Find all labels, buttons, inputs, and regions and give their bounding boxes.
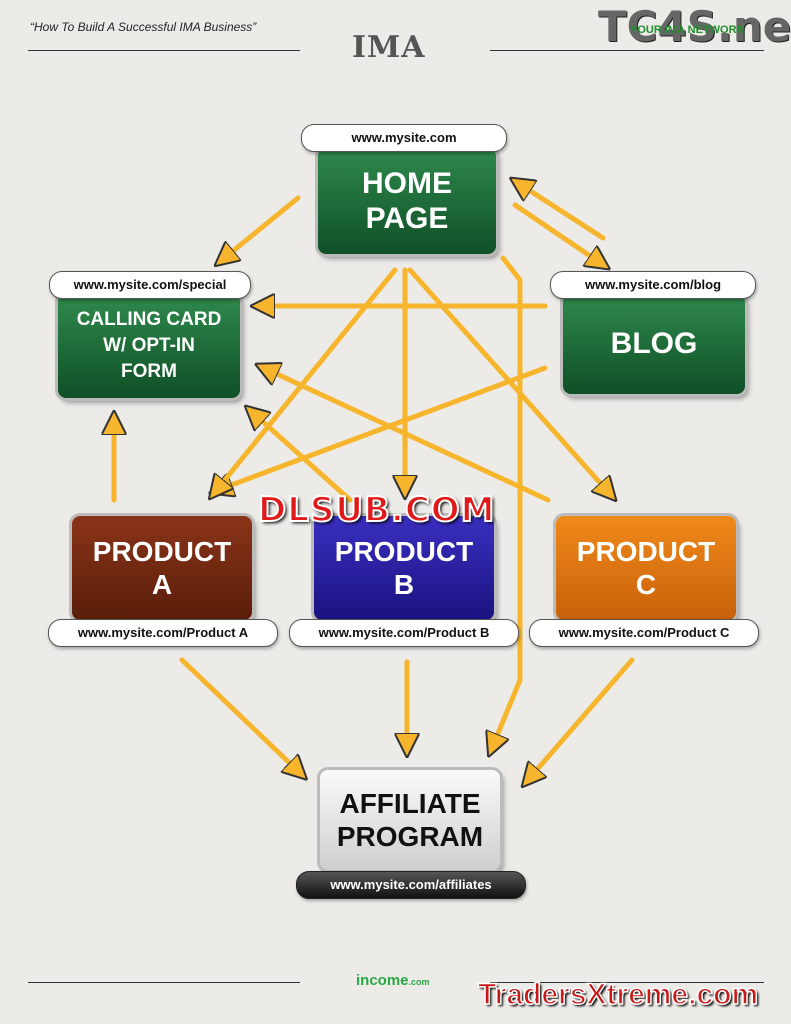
product-c-node: PRODUCT C <box>556 516 736 620</box>
calling-card-url: www.mysite.com/special <box>49 271 251 299</box>
tradersxtreme-watermark: TradersXtreme.com <box>477 977 759 1012</box>
arrow-home-to-calling <box>222 195 301 260</box>
product-a-line2: A <box>151 569 173 600</box>
product-c-line1: PRODUCT <box>576 536 716 567</box>
header-rule-right <box>490 50 764 51</box>
calling-card-line1: CALLING CARD <box>76 309 222 330</box>
home-page-line1: HOME <box>362 167 452 200</box>
product-b-node: PRODUCT B <box>314 516 494 620</box>
product-b-url: www.mysite.com/Product B <box>289 619 519 647</box>
home-page-node: HOME PAGE <box>318 148 496 254</box>
dlsub-watermark: DLSUB.COM <box>257 489 496 531</box>
arrow-blog-to-product-a <box>218 365 548 490</box>
product-a-node: PRODUCT A <box>72 516 252 620</box>
arrow-blog-to-home <box>518 183 606 241</box>
tc4s-tagline: YOUR IMA NETWORK <box>630 24 745 36</box>
affiliate-line1: AFFILIATE <box>339 788 481 819</box>
income-logo-text: income <box>356 972 409 989</box>
arrow-product-c-to-affiliate <box>528 657 635 780</box>
income-logo-suffix: .com <box>408 977 430 987</box>
income-logo: income.com <box>356 972 430 989</box>
tc4s-logo: TC4S.net <box>598 2 791 51</box>
affiliate-node: AFFILIATE PROGRAM <box>320 770 500 870</box>
calling-card-node: CALLING CARD W/ OPT-IN FORM <box>58 294 240 398</box>
blog-url: www.mysite.com/blog <box>550 271 756 299</box>
affiliate-line2: PROGRAM <box>336 821 484 852</box>
arrow-product-a-to-affiliate <box>179 657 300 773</box>
product-a-line1: PRODUCT <box>92 536 232 567</box>
product-c-url: www.mysite.com/Product C <box>529 619 759 647</box>
arrow-home-to-affiliate <box>492 255 523 748</box>
blog-label: BLOG <box>610 327 698 360</box>
product-c-line2: C <box>635 569 657 600</box>
product-b-line1: PRODUCT <box>334 536 474 567</box>
arrow-home-to-blog <box>512 202 602 264</box>
ima-logo: IMA <box>352 30 426 65</box>
document-title: “How To Build A Successful IMA Business” <box>30 20 257 34</box>
footer-rule-left <box>28 982 300 983</box>
arrow-home-to-product-a <box>215 267 398 492</box>
arrow-product-c-to-calling <box>264 368 551 503</box>
product-b-line2: B <box>393 569 415 600</box>
calling-card-line2: W/ OPT-IN <box>103 335 195 356</box>
footer-rule-right <box>490 982 764 983</box>
home-page-url: www.mysite.com <box>301 124 507 152</box>
blog-node: BLOG <box>563 294 745 394</box>
header-rule-left <box>28 50 300 51</box>
arrow-home-to-product-c <box>407 267 610 494</box>
calling-card-line3: FORM <box>121 361 177 382</box>
arrow-product-b-to-calling <box>252 412 353 503</box>
affiliate-url: www.mysite.com/affiliates <box>296 871 526 899</box>
home-page-line2: PAGE <box>365 202 449 235</box>
product-a-url: www.mysite.com/Product A <box>48 619 278 647</box>
